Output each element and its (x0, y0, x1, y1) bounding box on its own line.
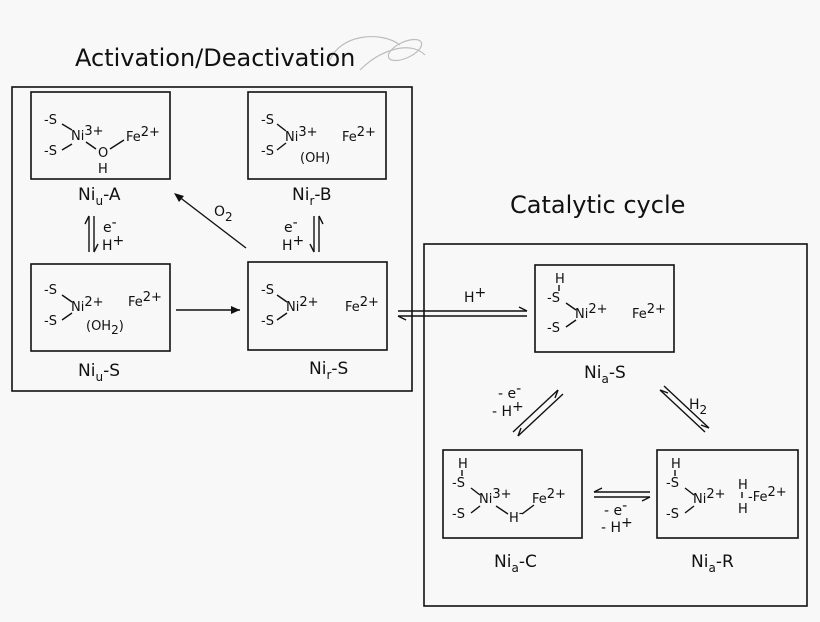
thiol-hydrogen: H (555, 272, 565, 287)
catalytic-title: Catalytic cycle (510, 191, 685, 219)
minus-proton-label: - H+ (601, 515, 633, 536)
s-ligand-bottom: -S (666, 507, 679, 522)
arrow-nias-niar: H2 (659, 385, 710, 433)
watermark (329, 36, 426, 71)
niu-a-label: Niu-A (78, 185, 121, 208)
s-ligand-bottom: -S (44, 144, 57, 159)
arrow-nias-niac: - e- - H+ (492, 381, 564, 437)
hydride-bottom: H (738, 502, 748, 517)
proton-label: H+ (282, 233, 304, 254)
nia-c-box (442, 449, 583, 539)
electron-label: e- (103, 215, 117, 236)
nia-s-box (534, 264, 675, 353)
proton-label: H+ (464, 285, 486, 306)
nir-s-label: Nir-S (309, 359, 348, 382)
arrow-nirb-nirs: e- H+ (282, 215, 324, 254)
bridging-hydride: H- (509, 506, 524, 526)
fe-atom: Fe2+ (128, 290, 162, 310)
s-ligand-bottom: -S (44, 314, 57, 329)
s-ligand-top: -S (547, 291, 560, 306)
minus-electron-label: - e- (604, 498, 627, 519)
thiol-hydrogen: H (458, 457, 468, 472)
activation-title: Activation/Deactivation (75, 44, 355, 72)
s-ligand-top: -S (452, 476, 465, 491)
minus-proton-label: - H+ (492, 399, 524, 420)
ni-atom: Ni2+ (286, 295, 319, 315)
ni-atom: Ni3+ (71, 124, 104, 144)
bridge-hydrogen: H (98, 162, 108, 177)
niu-a-box (30, 91, 171, 180)
thiol-hydrogen: H (671, 457, 681, 472)
arrow-nirs-niua: O2 (174, 193, 247, 249)
s-ligand-bottom: -S (547, 321, 560, 336)
proton-label: H+ (102, 233, 124, 254)
bridge-hydroxide: (OH) (300, 151, 330, 166)
bridge-water: (OH2) (86, 319, 124, 337)
s-ligand-bottom: -S (452, 507, 465, 522)
nia-r-box (656, 449, 799, 539)
arrow-nius-nirs (176, 306, 240, 314)
ni-atom: Ni3+ (285, 125, 318, 145)
species-niu-s: -S -S Ni2+ Fe2+ (OH2) Niu-S (30, 263, 171, 384)
s-ligand-top: -S (44, 283, 57, 298)
oxygen-label: O2 (214, 204, 233, 224)
bridge-oxygen: O (98, 146, 108, 161)
ni-atom: Ni2+ (71, 295, 104, 315)
electron-label: e- (284, 215, 298, 236)
s-ligand-bottom: -S (261, 314, 274, 329)
niu-s-box (30, 263, 171, 352)
fe-atom: Fe2+ (532, 487, 566, 507)
ni-atom: Ni2+ (693, 487, 726, 507)
fe-atom: Fe2+ (342, 125, 376, 145)
species-nir-s: -S -S Ni2+ Fe2+ Nir-S (247, 261, 388, 382)
species-nia-s: H -S -S Ni2+ Fe2+ Nia-S (534, 264, 675, 386)
s-ligand-top: -S (261, 113, 274, 128)
fe-atom: -Fe2+ (748, 485, 787, 505)
fe-atom: Fe2+ (126, 125, 160, 145)
s-ligand-bottom: -S (261, 144, 274, 159)
nir-b-box (247, 91, 387, 180)
nia-s-label: Nia-S (584, 363, 626, 386)
species-nir-b: -S -S Ni3+ Fe2+ (OH) Nir-B (247, 91, 387, 208)
species-nia-c: H -S -S Ni3+ Fe2+ H- Nia-C (442, 449, 583, 575)
minus-electron-label: - e- (498, 381, 521, 402)
nia-r-label: Nia-R (691, 552, 734, 575)
nir-s-box (247, 261, 388, 351)
hydride-top: H (738, 478, 748, 493)
ni-atom: Ni2+ (575, 302, 608, 322)
species-nia-r: H -S -S Ni2+ H H -Fe2+ Nia-R (656, 449, 799, 575)
s-ligand-top: -S (44, 113, 57, 128)
nir-b-label: Nir-B (292, 185, 332, 208)
arrow-niua-nius: e- H+ (84, 215, 124, 254)
ni-atom: Ni3+ (479, 487, 512, 507)
arrow-niac-niar: - e- - H+ (593, 487, 651, 536)
species-niu-a: -S -S Ni3+ Fe2+ O H Niu-A (30, 91, 171, 208)
fe-atom: Fe2+ (632, 302, 666, 322)
niu-s-label: Niu-S (78, 361, 120, 384)
arrow-nirs-nias: H+ (397, 285, 528, 321)
nia-c-label: Nia-C (494, 552, 537, 575)
hydrogen-label: H2 (689, 397, 707, 417)
fe-atom: Fe2+ (345, 295, 379, 315)
s-ligand-top: -S (261, 283, 274, 298)
s-ligand-top: -S (666, 476, 679, 491)
